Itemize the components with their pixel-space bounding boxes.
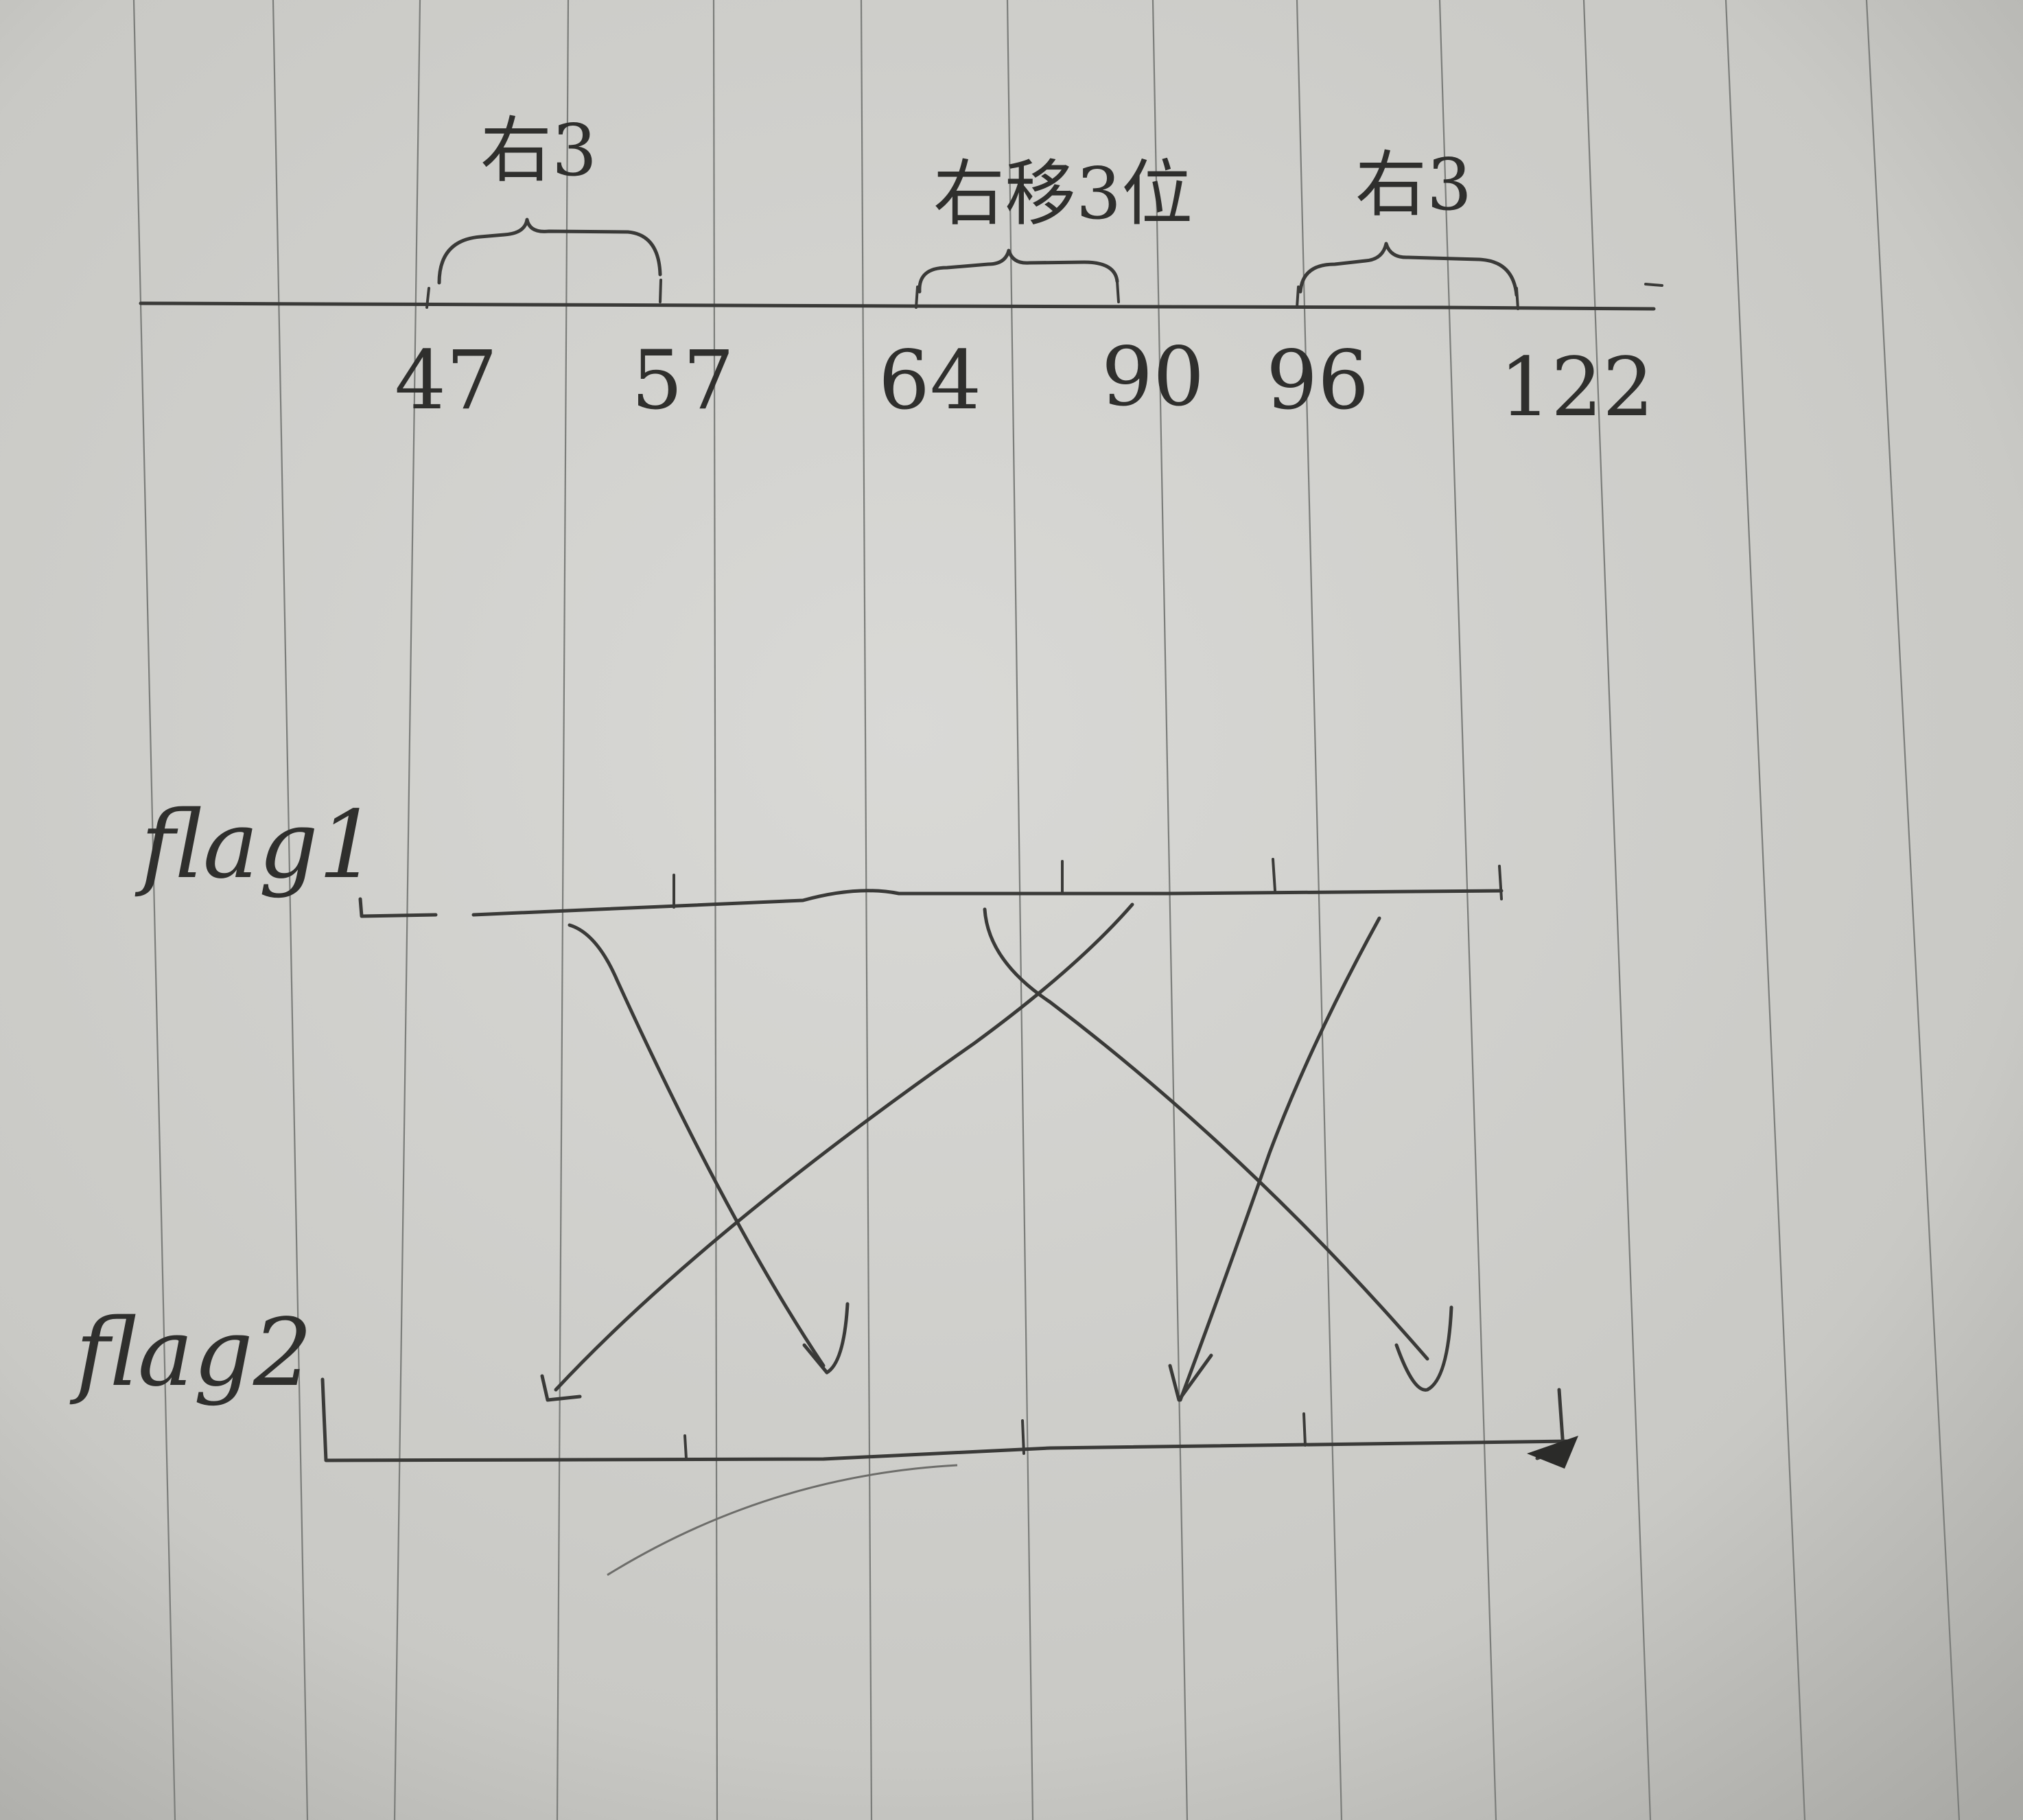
- tick-label: 57: [631, 333, 734, 428]
- arrow-b: [554, 902, 1134, 1392]
- flag2-tick: [1021, 1419, 1025, 1455]
- brace-label: 右3: [480, 108, 597, 192]
- tick-label: 47: [395, 333, 498, 428]
- arrow-a-head: [802, 1302, 850, 1375]
- flag2-bar: [320, 1377, 1574, 1462]
- flag1-label: flag1: [135, 791, 377, 900]
- arrow-b-head: [540, 1374, 582, 1402]
- arrow-d: [1178, 916, 1381, 1402]
- tick-47: 47: [395, 287, 498, 428]
- flag1-bar-main: [471, 889, 1504, 917]
- arrow-d-head: [1168, 1353, 1213, 1402]
- flag2-pen-smudge: [1527, 1436, 1578, 1469]
- brace-96-122: 右3: [1298, 143, 1519, 297]
- arrow-a: [568, 923, 826, 1368]
- flag1-tick: [1272, 858, 1276, 892]
- tick-122: 122: [1499, 287, 1654, 434]
- tick-label: 64: [878, 333, 981, 428]
- flag1-row: flag1: [135, 791, 1504, 918]
- number-line: 47 57 64 90 96 122 右3 右移3位: [139, 108, 1663, 434]
- stray-pen-mark: [607, 1464, 958, 1576]
- mapping-arrows: [540, 902, 1453, 1402]
- number-line-axis: [139, 301, 1656, 311]
- flag1-tick: [1498, 865, 1503, 900]
- tick-57: 57: [631, 279, 734, 428]
- tick-64: 64: [878, 285, 981, 428]
- brace-64-90: 右移3位: [917, 152, 1193, 294]
- brace-label: 右3: [1355, 143, 1472, 226]
- flag2-label: flag2: [69, 1299, 312, 1408]
- flag2-row: flag2: [69, 1299, 1578, 1469]
- flag1-bar: [358, 897, 438, 918]
- tick-label: 96: [1266, 333, 1369, 428]
- brace-47-57: 右3: [437, 108, 662, 285]
- arrow-c: [983, 907, 1429, 1361]
- flag2-tick: [683, 1434, 688, 1460]
- flag2-tick: [1302, 1412, 1307, 1447]
- brace-label: 右移3位: [933, 152, 1193, 235]
- arrow-c-head: [1394, 1305, 1453, 1392]
- tick-90: 90: [1101, 280, 1204, 424]
- number-line-end-mark: [1644, 283, 1663, 287]
- tick-label: 122: [1499, 340, 1654, 434]
- tick-label: 90: [1101, 329, 1204, 424]
- tick-96: 96: [1266, 285, 1369, 428]
